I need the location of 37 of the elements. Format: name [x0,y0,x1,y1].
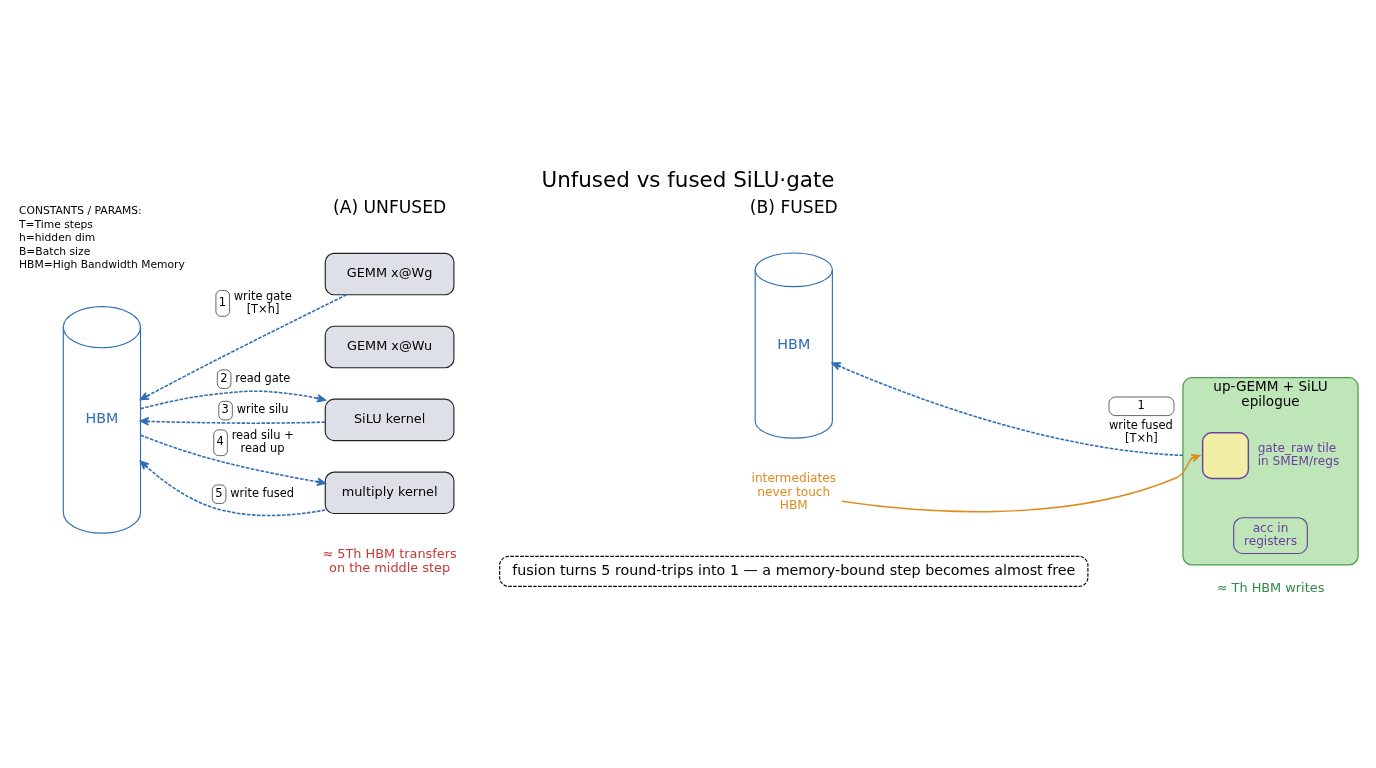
label: ≈ 5Th HBM transfers on the middle step [322,545,457,575]
edge-label: read silu + read up [231,427,294,455]
label: ≈ Th HBM writes [1216,579,1325,595]
label: 1 [1137,397,1145,412]
diagram-title: Unfused vs fused SiLU·gate [541,166,835,192]
label: 5 [215,485,223,500]
edge-label: write gate [T×h] [233,288,292,316]
label: 1 [218,294,227,309]
arrow [139,416,326,426]
node-box: fusion turns 5 round-trips into 1 — a memory-bound step becomes almost free [499,555,1089,587]
node-box: GEMM x@Wg [324,252,455,295]
edge-label: write silu [236,401,289,416]
label: B=Batch size [19,244,91,258]
label: (B) FUSED [749,196,838,217]
node-box: GEMM x@Wu [324,325,455,368]
node-box: SiLU kernel [324,398,455,441]
label: 2 [220,370,228,385]
arrow [139,434,326,486]
node-label: gate_raw tile in SMEM/regs [1257,440,1340,468]
arrow [139,389,326,410]
edge-label: read gate [235,370,291,385]
arrow [139,460,326,516]
node-text: intermediates never touch HBM [751,470,837,512]
arrow [139,293,348,400]
label: h=hidden dim [19,230,96,244]
label: (A) UNFUSED [332,196,447,217]
node-box: multiply kernel [324,471,455,514]
label: HBM=High Bandwidth Memory [19,257,185,271]
edge-label: write fused [T×h] [1108,417,1173,445]
label: CONSTANTS / PARAMS: [19,203,142,217]
edge-label: write fused [230,485,295,500]
label: 4 [216,433,224,448]
label: 3 [221,401,229,416]
label: T=Time steps [19,217,93,231]
node-box: acc in registers [1233,516,1308,554]
arrow [841,453,1201,512]
arrow [831,361,1184,456]
